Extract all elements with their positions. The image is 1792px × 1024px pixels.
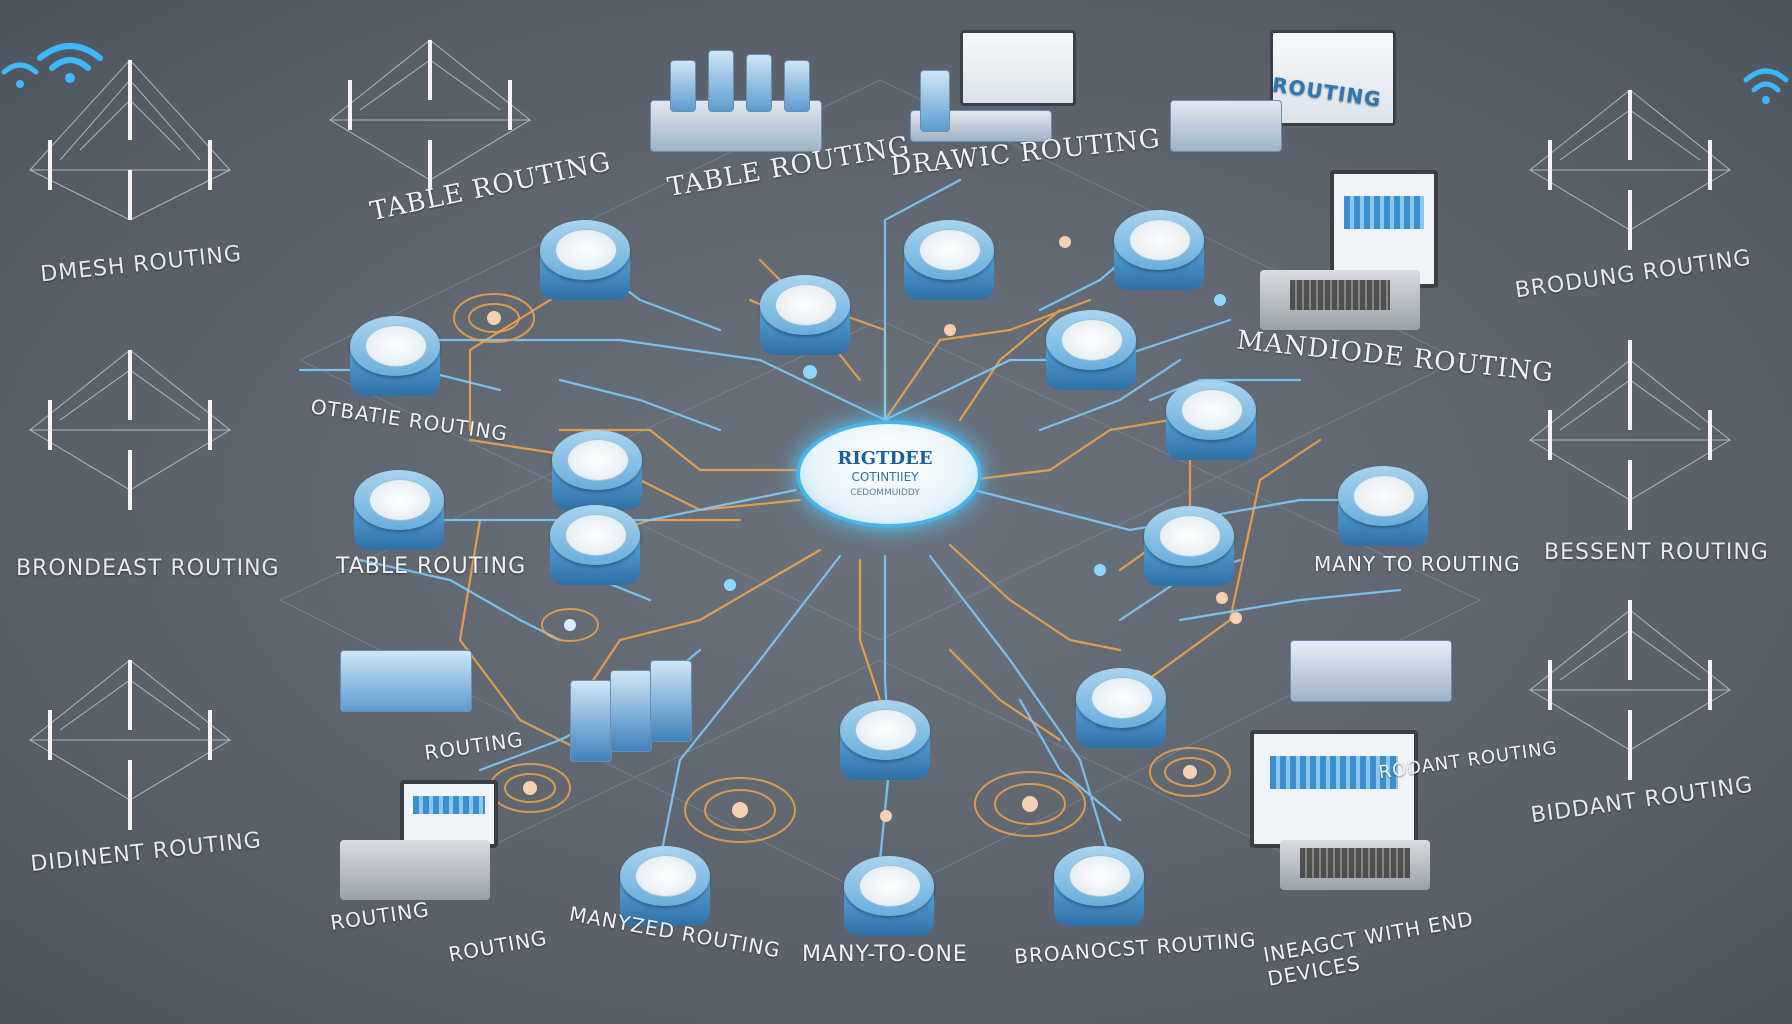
label-best-routing: BESSENT ROUTING	[1544, 540, 1769, 565]
router-node	[904, 220, 994, 304]
hub-subtitle: COTINTIIEY	[851, 470, 919, 484]
hub-caption: CEDOMMUIDDY	[850, 488, 920, 498]
central-hub: RIGTDEE COTINTIIEY CEDOMMUIDDY	[796, 420, 982, 556]
tower-antenna-icon	[1528, 600, 1732, 780]
wifi-icon	[1743, 68, 1789, 104]
router-node	[840, 700, 930, 784]
wifi-icon	[37, 43, 103, 83]
grid-lines	[279, 79, 1481, 901]
router-node	[1076, 668, 1166, 752]
signal-dots	[487, 236, 1242, 822]
gateway-device	[1290, 620, 1460, 720]
router-node	[354, 470, 444, 554]
server-stack-device	[570, 620, 720, 770]
signal-ripples	[453, 293, 1231, 843]
tower-antenna-icon	[1528, 89, 1732, 250]
router-node	[1114, 210, 1204, 294]
laptop-device	[1250, 730, 1430, 900]
tower-antenna-icon	[1528, 340, 1732, 530]
workstation-device	[910, 30, 1080, 142]
router-device	[340, 620, 480, 720]
router-node	[1144, 506, 1234, 590]
wifi-icon	[1, 62, 39, 88]
hub-title: RIGTDEE	[837, 448, 933, 469]
label-broadcast-routing-left: BRONDEAST ROUTING	[16, 556, 280, 581]
monitor-device	[1170, 30, 1396, 160]
tower-antenna-icon	[28, 59, 232, 220]
tower-antenna-icon	[28, 659, 232, 830]
label-many-to-routing: MANY TO ROUTING	[1314, 552, 1521, 576]
switch-rack-device	[650, 40, 822, 152]
tower-antenna-icon	[28, 349, 232, 510]
laptop-device	[1260, 170, 1440, 340]
router-node	[1046, 310, 1136, 394]
label-many-to-one: MANY-TO-ONE	[802, 942, 968, 967]
router-node	[844, 856, 934, 940]
router-node	[552, 430, 642, 514]
router-node	[760, 275, 850, 359]
router-node	[1054, 846, 1144, 930]
laptop-device	[340, 780, 510, 910]
router-node	[1166, 380, 1256, 464]
router-node	[1338, 466, 1428, 550]
router-node	[350, 316, 440, 400]
router-node	[540, 220, 630, 304]
router-node	[550, 505, 640, 589]
label-table-routing-mid: TABLE ROUTING	[336, 554, 527, 579]
router-node	[620, 846, 710, 930]
tower-antenna-icon	[328, 39, 532, 190]
